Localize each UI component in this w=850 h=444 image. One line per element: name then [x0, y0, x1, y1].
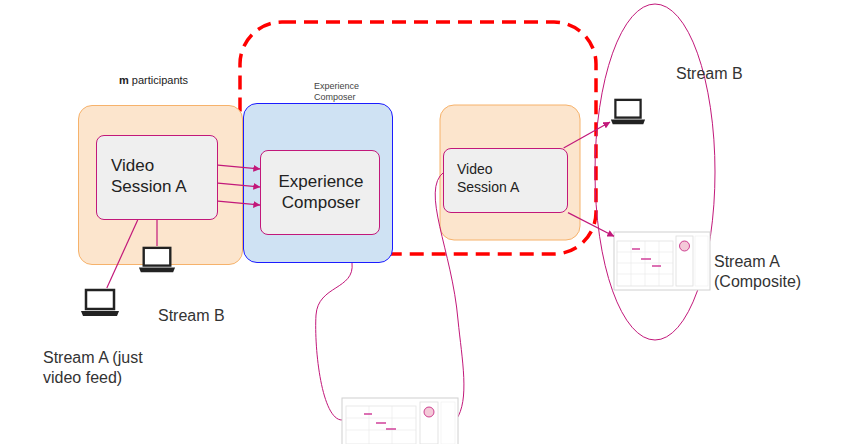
- laptop-screen: [86, 290, 114, 309]
- flow-curve: [316, 263, 352, 420]
- screenshot-mark: [652, 265, 661, 267]
- screenshot-mark: [632, 248, 640, 250]
- screenshot-panel: [420, 402, 438, 444]
- screenshot-panel: [695, 236, 708, 286]
- laptop-screen: [615, 100, 640, 118]
- screenshot-drawing: [614, 232, 710, 290]
- laptop-icon: Stream B: [610, 98, 646, 126]
- screenshot-panel: [676, 236, 693, 286]
- group-heading: m participants: [119, 74, 239, 88]
- output-ellipse: [595, 4, 715, 340]
- screenshot-grid: [346, 430, 416, 431]
- screenshot-panel: [441, 402, 455, 444]
- stream-label: Stream A (just video feed): [43, 348, 168, 388]
- group-box: m participantsVideo Session A: [78, 105, 243, 265]
- screenshot-avatar: [424, 407, 434, 417]
- screenshot-frame: [342, 398, 458, 444]
- screenshot-avatar: [680, 241, 690, 251]
- screenshot-grid: [346, 418, 416, 419]
- box-label: Video Session A: [457, 161, 542, 196]
- screenshot-grid: [392, 406, 393, 444]
- laptop-drawing: [138, 246, 176, 274]
- laptop-drawing: [80, 288, 120, 318]
- stream-line: [107, 220, 138, 288]
- session-container: [440, 105, 580, 240]
- screenshot-thumbnail: [342, 398, 458, 444]
- screenshot-mark: [364, 413, 372, 415]
- laptop-base: [611, 119, 645, 124]
- box-label: Video Session A: [111, 155, 206, 198]
- process-box: Video Session A: [443, 148, 568, 213]
- stream-line: [156, 220, 157, 246]
- process-box: Video Session A: [96, 135, 218, 220]
- flow-arrow: [218, 165, 260, 169]
- flow-arrow: [568, 213, 614, 237]
- stream-label: Stream B: [676, 64, 776, 84]
- screenshot-grid: [346, 406, 416, 444]
- stream-label: Stream B: [158, 306, 258, 326]
- screenshot-grid: [631, 241, 632, 286]
- flow-arrow: [218, 183, 260, 187]
- screenshot-mark: [376, 422, 386, 424]
- screenshot-grid: [659, 241, 660, 286]
- box-label: Experience Composer: [261, 171, 381, 214]
- screenshot-grid: [617, 241, 673, 286]
- laptop-base: [81, 311, 119, 316]
- laptop-icon: Stream A (just video feed): [80, 288, 120, 318]
- stream-label: Stream A (Composite): [714, 252, 824, 292]
- screenshot-thumbnail: Stream A (Composite): [614, 232, 710, 290]
- screenshot-mark: [386, 428, 396, 430]
- screenshot-frame: [614, 232, 710, 290]
- screenshot-grid: [645, 241, 646, 286]
- process-box: Experience Composer: [260, 150, 380, 235]
- laptop-icon: Stream B: [138, 246, 176, 274]
- laptop-screen: [144, 248, 171, 266]
- screenshot-grid: [369, 406, 370, 444]
- laptop-drawing: [610, 98, 646, 126]
- flow-arrow: [218, 201, 260, 205]
- laptop-base: [139, 267, 175, 272]
- flow-arrow: [564, 122, 610, 148]
- group-heading: Experience Composer: [314, 81, 374, 104]
- screenshot-mark: [641, 258, 651, 260]
- service-box: Experience ComposerExperience Composer: [243, 103, 393, 263]
